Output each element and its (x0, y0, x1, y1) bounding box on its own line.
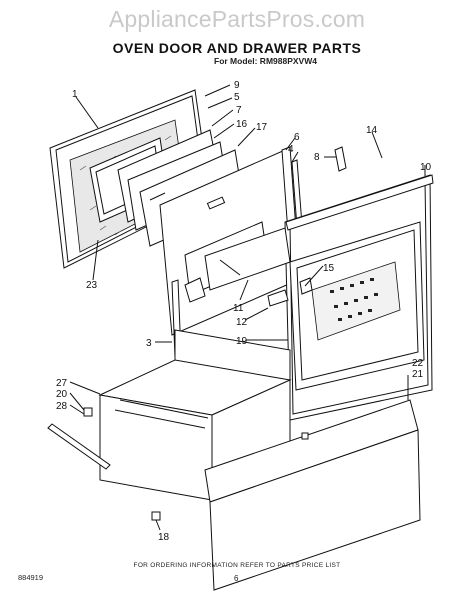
callout-5: 5 (234, 92, 240, 103)
page-title: OVEN DOOR AND DRAWER PARTS (112, 40, 362, 56)
model-line: For Model: RM988PXVW4 (214, 56, 317, 66)
callout-16: 16 (236, 119, 248, 130)
callout-labels: 1 9 5 7 16 17 6 4 14 8 10 23 15 11 12 3 … (56, 80, 432, 543)
callout-1: 1 (72, 89, 78, 100)
door-hinges (267, 146, 347, 307)
callout-19: 19 (236, 336, 248, 347)
oven-window-glass (311, 261, 401, 341)
callout-7: 7 (236, 105, 242, 116)
page-number: 6 (234, 574, 239, 583)
ordering-note: FOR ORDERING INFORMATION REFER TO PARTS … (133, 562, 341, 569)
watermark: AppliancePartsPros.com (108, 6, 366, 32)
callout-8: 8 (314, 152, 320, 163)
callout-9: 9 (234, 80, 240, 91)
callout-21: 21 (412, 369, 424, 380)
callout-18: 18 (158, 532, 170, 543)
oven-door-frame (284, 174, 434, 421)
document-number: 884919 (18, 573, 44, 582)
callout-22: 22 (412, 358, 424, 369)
callout-28: 28 (56, 401, 68, 412)
callout-4: 4 (288, 144, 294, 155)
leader-lines (69, 84, 426, 531)
callout-10: 10 (420, 162, 432, 173)
callout-15: 15 (323, 263, 335, 274)
callout-6: 6 (294, 132, 300, 143)
callout-12: 12 (236, 317, 248, 328)
callout-3: 3 (146, 338, 152, 349)
callout-17: 17 (256, 122, 268, 133)
callout-20: 20 (56, 389, 68, 400)
drawer-slide-rail (47, 423, 111, 470)
callout-23: 23 (86, 280, 98, 291)
callout-27: 27 (56, 378, 68, 389)
callout-14: 14 (366, 125, 378, 136)
window-pane (204, 227, 291, 291)
callout-11: 11 (233, 303, 244, 314)
drawer-front-panel (204, 399, 421, 591)
